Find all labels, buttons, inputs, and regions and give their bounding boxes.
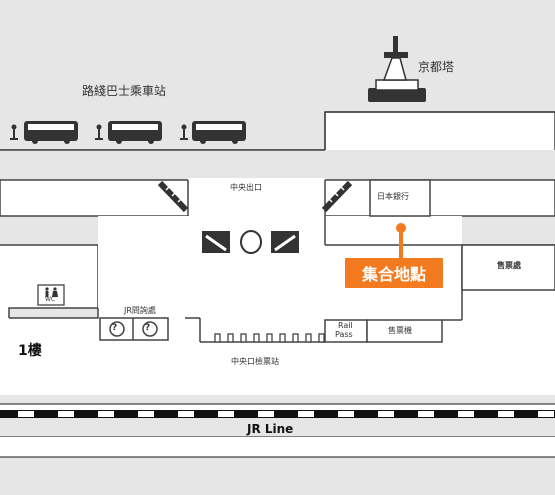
bus-icon [180,121,246,144]
meeting-point-pin [396,223,406,258]
ticket-machine-box [366,319,443,343]
ticket-office [461,244,555,291]
bank-label: 日本銀行 [377,192,409,201]
escalator-icon [321,180,353,213]
bank-box [369,179,431,217]
info-icon [109,321,125,337]
ticket-gates [214,333,325,343]
meeting-point-badge: 集合地點 [345,258,443,288]
info-glyph: ? [145,323,151,333]
bus-icon [10,121,78,144]
info-glyph: ? [112,323,118,333]
central-exit-label: 中央出口 [230,183,262,192]
toilet-label: WC [45,296,56,303]
info-icon [142,321,158,337]
escalator-icon [271,231,299,253]
central-gate-label: 中央口檢票站 [231,357,279,366]
ticket-machine-label: 售票機 [388,326,412,335]
main-hall [0,245,555,395]
street-gap [0,150,555,178]
bus-station-label: 路綫巴士乘車站 [82,84,167,98]
toilet-box [37,284,65,306]
ticket-office-label: 售票處 [497,261,521,270]
jr-line-track [0,410,555,418]
kyoto-tower-label: 京都塔 [418,60,455,74]
bus-icon [95,121,162,144]
escalator-icon [157,180,189,213]
escalator-icon [202,231,230,253]
jr-info-label: JR問詢處 [124,306,156,315]
rail-pass-label-2: Pass [335,330,353,339]
floor-label: 1樓 [18,343,42,359]
elevator-icon [240,230,262,254]
rail-pass-label-1: Rail [338,321,353,330]
jr-line-label: JR Line [247,422,294,436]
kyoto-tower-icon [368,36,426,102]
toilet-icon [45,287,58,297]
